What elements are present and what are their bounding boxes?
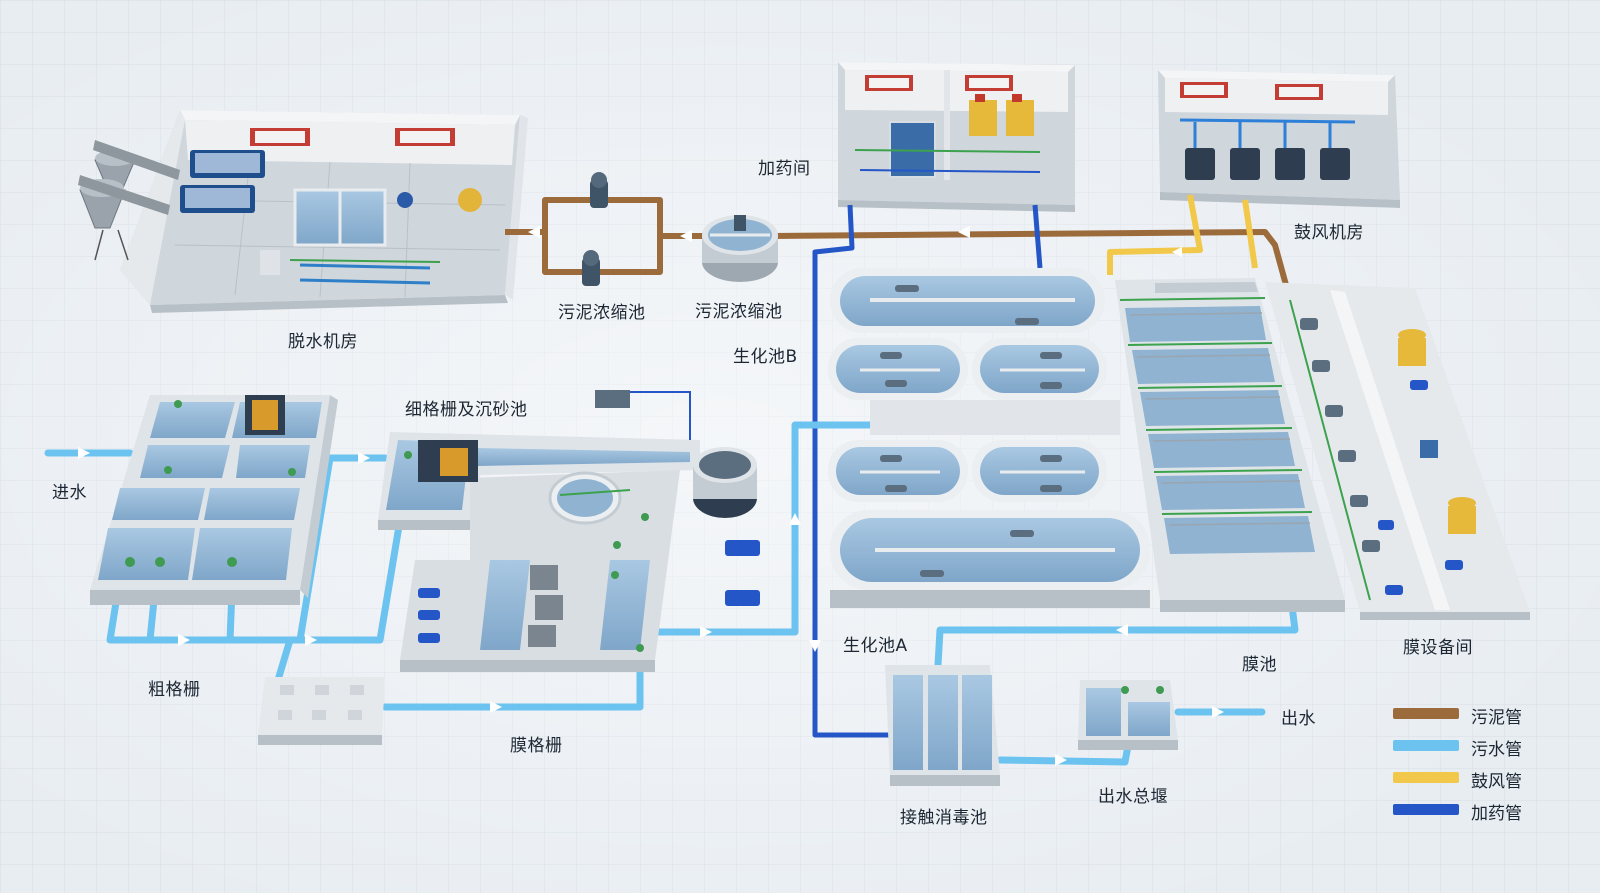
membrane-screen-unit — [258, 677, 385, 745]
label-dewatering-room: 脱水机房 — [288, 332, 358, 352]
blower-room — [1158, 70, 1400, 208]
legend-swatches — [1393, 708, 1459, 815]
bio-tank-walkway — [870, 400, 1120, 435]
label-contact-disinfection: 接触消毒池 — [900, 808, 988, 828]
effluent-weir-tank — [1078, 680, 1178, 750]
bio-tank-mixers — [880, 285, 1062, 577]
dosing-pipes — [812, 204, 1043, 738]
fine-screen-grit-tank — [378, 390, 760, 672]
membrane-equipment-room — [1265, 282, 1530, 620]
legend-swatch-blower — [1393, 772, 1459, 783]
label-bio-tank-a: 生化池A — [843, 636, 908, 656]
membrane-tank — [1115, 278, 1345, 612]
legend-swatch-dosing — [1393, 804, 1459, 815]
legend-label-blower: 鼓风管 — [1471, 772, 1522, 792]
label-fine-screen-grit: 细格栅及沉砂池 — [405, 400, 528, 420]
label-inflow: 进水 — [52, 483, 87, 503]
label-sludge-thickener-2: 污泥浓缩池 — [695, 302, 783, 322]
sludge-thickener-pumps — [582, 172, 608, 286]
bio-tank-a — [828, 440, 1150, 608]
legend-label-sewage: 污水管 — [1471, 740, 1522, 760]
flow-arrows — [78, 226, 1224, 766]
label-coarse-screen: 粗格栅 — [148, 680, 201, 700]
legend-swatch-sewage — [1393, 740, 1459, 751]
dewatering-room — [78, 110, 528, 313]
contact-disinfection-tank — [885, 665, 1000, 786]
label-outflow: 出水 — [1281, 709, 1316, 729]
label-effluent-weir: 出水总堰 — [1098, 787, 1168, 807]
label-blower-room: 鼓风机房 — [1294, 223, 1364, 243]
legend-label-sludge: 污泥管 — [1471, 708, 1522, 728]
dosing-room — [838, 62, 1075, 212]
legend-label-dosing: 加药管 — [1471, 804, 1522, 824]
label-membrane-screen: 膜格栅 — [510, 736, 563, 756]
legend-swatch-sludge — [1393, 708, 1459, 719]
label-bio-tank-b: 生化池B — [733, 347, 798, 367]
label-sludge-thickener-1: 污泥浓缩池 — [558, 303, 646, 323]
sludge-thickener-tank — [702, 215, 778, 282]
label-membrane-equipment-room: 膜设备间 — [1403, 638, 1473, 658]
label-dosing-room: 加药间 — [758, 159, 811, 179]
label-membrane-tank: 膜池 — [1242, 655, 1277, 675]
coarse-screen-tank — [90, 395, 338, 605]
blower-pipes — [1107, 194, 1258, 275]
